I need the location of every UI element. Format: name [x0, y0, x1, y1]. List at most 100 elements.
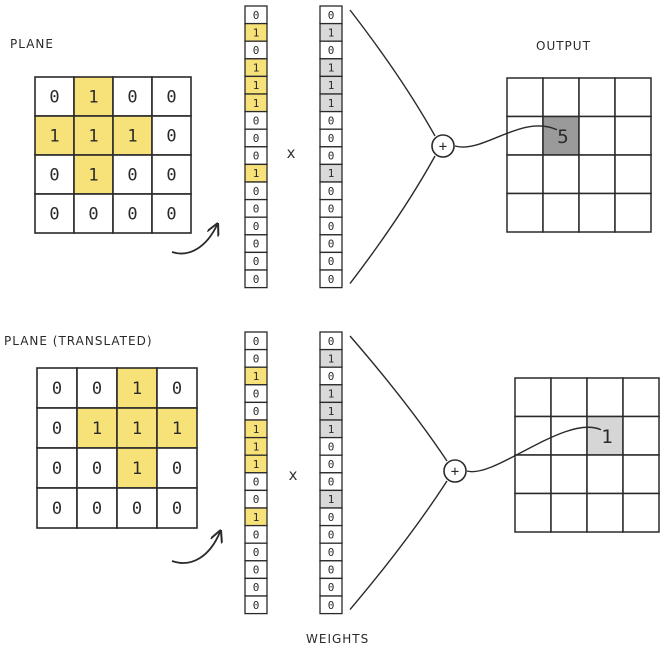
flat-cell: 0	[244, 251, 268, 271]
flat-cell: 1	[244, 507, 268, 527]
flat-cell-value: 0	[253, 335, 260, 348]
flat-cell: 0	[244, 542, 268, 562]
weight-cell: 1	[319, 489, 343, 509]
flat-cell: 0	[244, 560, 268, 580]
weight-cell-value: 0	[328, 114, 335, 127]
grid-cell-value: 0	[49, 166, 59, 186]
grid-cell: 1	[34, 115, 75, 156]
grid-cell: 0	[76, 487, 118, 529]
weight-cell: 0	[319, 560, 343, 580]
weight-cell-value: 0	[328, 564, 335, 577]
weight-cell: 0	[319, 436, 343, 456]
output-cell	[586, 492, 624, 533]
flat-cell-box	[244, 269, 268, 289]
output-cell	[578, 192, 616, 233]
sum-line-top	[349, 335, 448, 462]
grid-cell-value: 1	[132, 419, 142, 439]
flat-cell-value: 1	[253, 79, 260, 92]
weight-cell: 0	[319, 146, 343, 166]
weight-cell: 1	[319, 75, 343, 95]
weight-cell: 1	[319, 348, 343, 368]
grid-cell-box	[76, 487, 118, 529]
flat-cell-value: 1	[253, 97, 260, 110]
sum-line-bottom	[349, 155, 436, 285]
output-cell	[622, 454, 660, 495]
weight-cell-value: 1	[328, 388, 335, 401]
flat-cell: 1	[244, 436, 268, 456]
grid-cell-value: 0	[172, 459, 182, 479]
weight-cell: 1	[319, 22, 343, 42]
output-value: 5	[557, 126, 568, 148]
weight-cell-value: 1	[328, 405, 335, 418]
grid-cell: 0	[156, 447, 198, 489]
flat-cell: 0	[244, 234, 268, 254]
grid-cell: 0	[156, 487, 198, 529]
grid-cell-value: 1	[92, 419, 102, 439]
weight-cell-value: 0	[328, 528, 335, 541]
flat-cell-value: 0	[253, 238, 260, 251]
output-cell	[514, 454, 552, 495]
grid-cell: 0	[76, 447, 118, 489]
flat-cell: 0	[244, 384, 268, 404]
grid-cell-box	[151, 115, 192, 156]
grid-cell-box	[112, 154, 153, 195]
flat-cell-value: 1	[253, 511, 260, 524]
grid-cell: 0	[34, 193, 75, 234]
output-cell	[506, 192, 544, 233]
grid-cell: 0	[112, 193, 153, 234]
weight-cell-box	[319, 269, 343, 289]
grid-cell-box	[151, 193, 192, 234]
flat-cell-value: 1	[253, 440, 260, 453]
weight-cell-value: 0	[328, 132, 335, 145]
output-cell	[550, 492, 588, 533]
grid-cell-value: 0	[166, 205, 176, 225]
weight-cell: 0	[319, 595, 343, 615]
flat-cell-value: 1	[253, 423, 260, 436]
sum-node-plus: +	[451, 464, 459, 480]
flat-cell: 0	[244, 489, 268, 509]
grid-cell-box	[156, 487, 198, 529]
weight-cell: 0	[319, 40, 343, 60]
grid-cell: 0	[34, 76, 75, 117]
flat-cell-value: 0	[253, 493, 260, 506]
grid-cell-value: 0	[127, 88, 137, 108]
flat-cell: 0	[244, 577, 268, 597]
weight-cell-value: 1	[328, 26, 335, 39]
grid-cell-value: 0	[52, 419, 62, 439]
grid-cell-box	[36, 407, 78, 449]
sum-node-plus: +	[439, 139, 447, 155]
flat-cell: 0	[244, 146, 268, 166]
grid-cell-value: 0	[52, 499, 62, 519]
flat-cell: 0	[244, 401, 268, 421]
grid-cell: 0	[36, 367, 78, 409]
flat-cell: 1	[244, 58, 268, 78]
weight-cell: 0	[319, 251, 343, 271]
weight-cell: 1	[319, 384, 343, 404]
weight-cell: 0	[319, 234, 343, 254]
grid-cell-value: 0	[132, 499, 142, 519]
weights-label: WEIGHTS	[306, 632, 369, 646]
flat-cell-value: 0	[253, 352, 260, 365]
grid-cell: 1	[116, 447, 158, 489]
flat-cell-value: 0	[253, 273, 260, 286]
output-cell	[586, 454, 624, 495]
grid-cell: 0	[151, 76, 192, 117]
flatten-arrow	[171, 532, 220, 564]
grid-cell: 0	[76, 367, 118, 409]
output-cell	[506, 77, 544, 118]
grid-cell: 1	[73, 76, 114, 117]
weight-cell: 0	[319, 542, 343, 562]
weight-cell-value: 0	[328, 335, 335, 348]
grid-cell-value: 1	[88, 166, 98, 186]
grid-cell-box	[156, 367, 198, 409]
grid-cell: 0	[156, 367, 198, 409]
grid-cell-value: 1	[132, 459, 142, 479]
sum-line-bottom	[349, 480, 448, 611]
flat-cell: 0	[244, 348, 268, 368]
flat-cell-box	[244, 595, 268, 615]
grid-cell: 0	[112, 154, 153, 195]
